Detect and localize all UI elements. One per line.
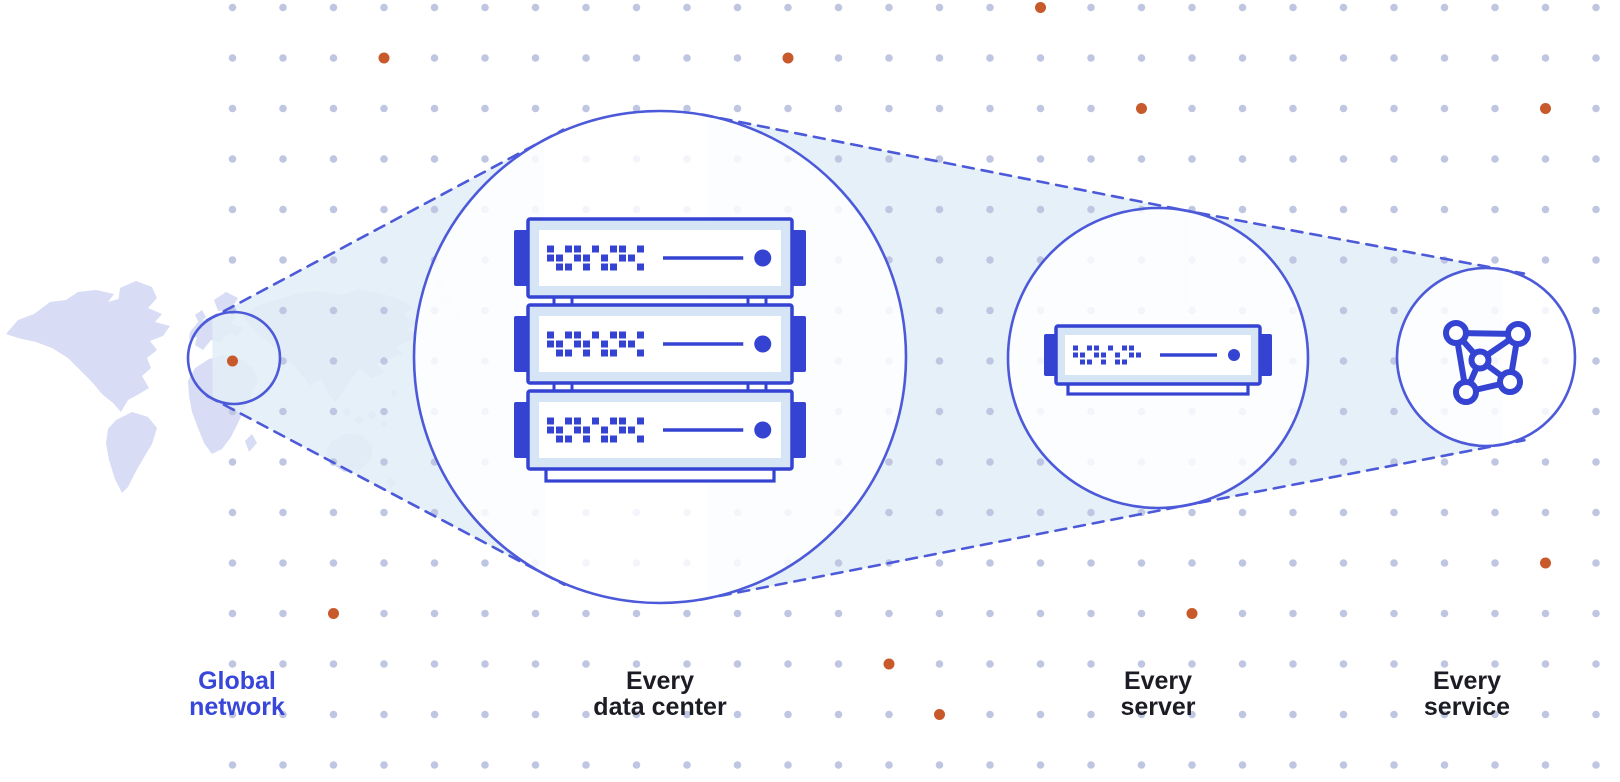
label-every-data-center-line1: Every: [625, 667, 695, 695]
label-global-network: Global network: [77, 668, 397, 720]
label-every-data-center-line2: data center: [593, 693, 727, 721]
mesh-network-icon: [1443, 320, 1531, 405]
label-every-service-line1: Every: [1432, 667, 1502, 695]
label-global-network-line2: network: [189, 693, 285, 721]
zoom-guide-lines: [205, 113, 1526, 601]
label-every-data-center: Every data center: [500, 668, 820, 720]
label-every-server-line1: Every: [1123, 667, 1193, 695]
server-stack-icon: [514, 217, 806, 483]
label-global-network-line1: Global: [198, 667, 276, 695]
server-icon: [1044, 324, 1272, 396]
label-every-service: Every service: [1307, 668, 1620, 720]
global-network-circle: [186, 310, 282, 406]
label-every-server: Every server: [998, 668, 1318, 720]
label-every-service-line2: service: [1423, 693, 1511, 721]
label-every-server-line2: server: [1120, 693, 1196, 721]
